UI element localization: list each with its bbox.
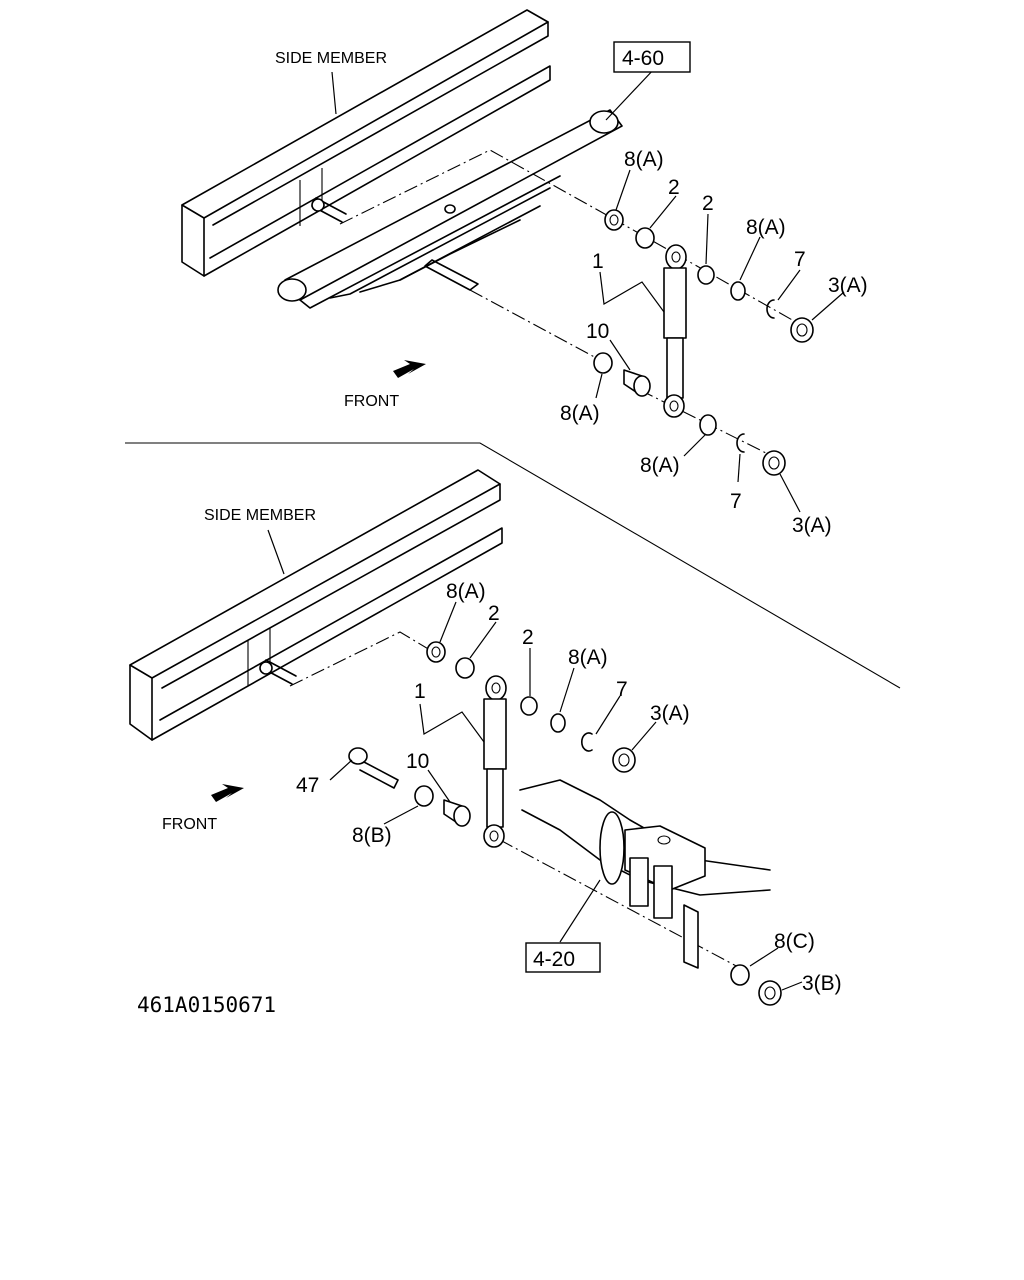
bottom-washer-8a-mid xyxy=(550,713,566,733)
top-callout-1: 1 xyxy=(592,250,604,273)
bottom-ref-box xyxy=(525,942,601,973)
bottom-washer-8a-upper xyxy=(426,641,446,663)
bottom-callout-2a: 2 xyxy=(488,602,500,625)
bottom-axle-housing xyxy=(519,779,771,969)
top-callout-2b: 2 xyxy=(702,192,714,215)
bottom-nut-3a xyxy=(612,747,636,773)
bottom-ref-box-text: 4-20 xyxy=(533,948,575,971)
top-nut-3a-upper xyxy=(790,317,814,343)
top-washer-8a-lower xyxy=(593,352,613,374)
top-callout-10: 10 xyxy=(586,320,609,343)
top-callout-8a-1: 8(A) xyxy=(624,148,664,171)
top-washer-8a-bottom xyxy=(699,414,717,436)
bottom-callout-8b: 8(B) xyxy=(352,824,392,847)
bottom-washer-8c xyxy=(730,964,750,986)
bottom-callout-8a-2: 8(A) xyxy=(568,646,608,669)
bottom-callout-47: 47 xyxy=(296,774,319,797)
top-washer-8a-upper xyxy=(604,209,624,231)
top-callout-8a-3: 8(A) xyxy=(560,402,600,425)
top-nut-3a-lower xyxy=(762,450,786,476)
top-callout-3a-1: 3(A) xyxy=(828,274,868,297)
top-bushing-2b xyxy=(697,265,715,285)
bottom-bushing-2a xyxy=(455,657,475,679)
view-divider-line xyxy=(125,442,901,689)
top-washer-8a-mid xyxy=(730,281,746,301)
bottom-assembly xyxy=(129,469,803,1006)
bottom-side-member xyxy=(129,469,503,741)
bottom-callout-1: 1 xyxy=(414,680,426,703)
top-assembly xyxy=(181,9,845,513)
bottom-washer-8b xyxy=(414,785,434,807)
bottom-callout-10: 10 xyxy=(406,750,429,773)
top-callout-2a: 2 xyxy=(668,176,680,199)
bottom-callout-8c: 8(C) xyxy=(774,930,815,953)
bottom-front-arrow xyxy=(211,784,244,802)
bottom-front-label: FRONT xyxy=(162,816,217,833)
bottom-side-member-label: SIDE MEMBER xyxy=(204,507,316,524)
top-clip-7a xyxy=(766,299,775,319)
top-callout-8a-2: 8(A) xyxy=(746,216,786,239)
bottom-clip-7 xyxy=(581,732,593,752)
drawing-code: 461A0150671 xyxy=(137,993,276,1017)
bottom-bolt-47 xyxy=(348,747,399,789)
bottom-callout-3b: 3(B) xyxy=(802,972,842,995)
top-bushing-2a xyxy=(635,227,655,249)
bottom-callout-2b: 2 xyxy=(522,626,534,649)
bottom-shock-absorber xyxy=(483,675,507,848)
top-callout-3a-2: 3(A) xyxy=(792,514,832,537)
bottom-nut-3b xyxy=(758,980,782,1006)
top-shock-absorber xyxy=(663,244,687,418)
top-side-member-label: SIDE MEMBER xyxy=(275,50,387,67)
bottom-callout-8a-1: 8(A) xyxy=(446,580,486,603)
top-front-label: FRONT xyxy=(344,393,399,410)
top-side-member xyxy=(181,9,551,277)
top-ref-box-text: 4-60 xyxy=(622,47,664,70)
top-front-arrow xyxy=(393,360,426,378)
top-callout-7b: 7 xyxy=(730,490,742,513)
bottom-bushing-2b xyxy=(520,696,538,716)
top-ref-box xyxy=(613,41,691,73)
bottom-callout-3a: 3(A) xyxy=(650,702,690,725)
top-callout-7a: 7 xyxy=(794,248,806,271)
top-callout-8a-4: 8(A) xyxy=(640,454,680,477)
top-leaf-spring xyxy=(277,109,623,309)
top-clip-7b xyxy=(736,433,745,453)
bottom-callout-7: 7 xyxy=(616,678,628,701)
